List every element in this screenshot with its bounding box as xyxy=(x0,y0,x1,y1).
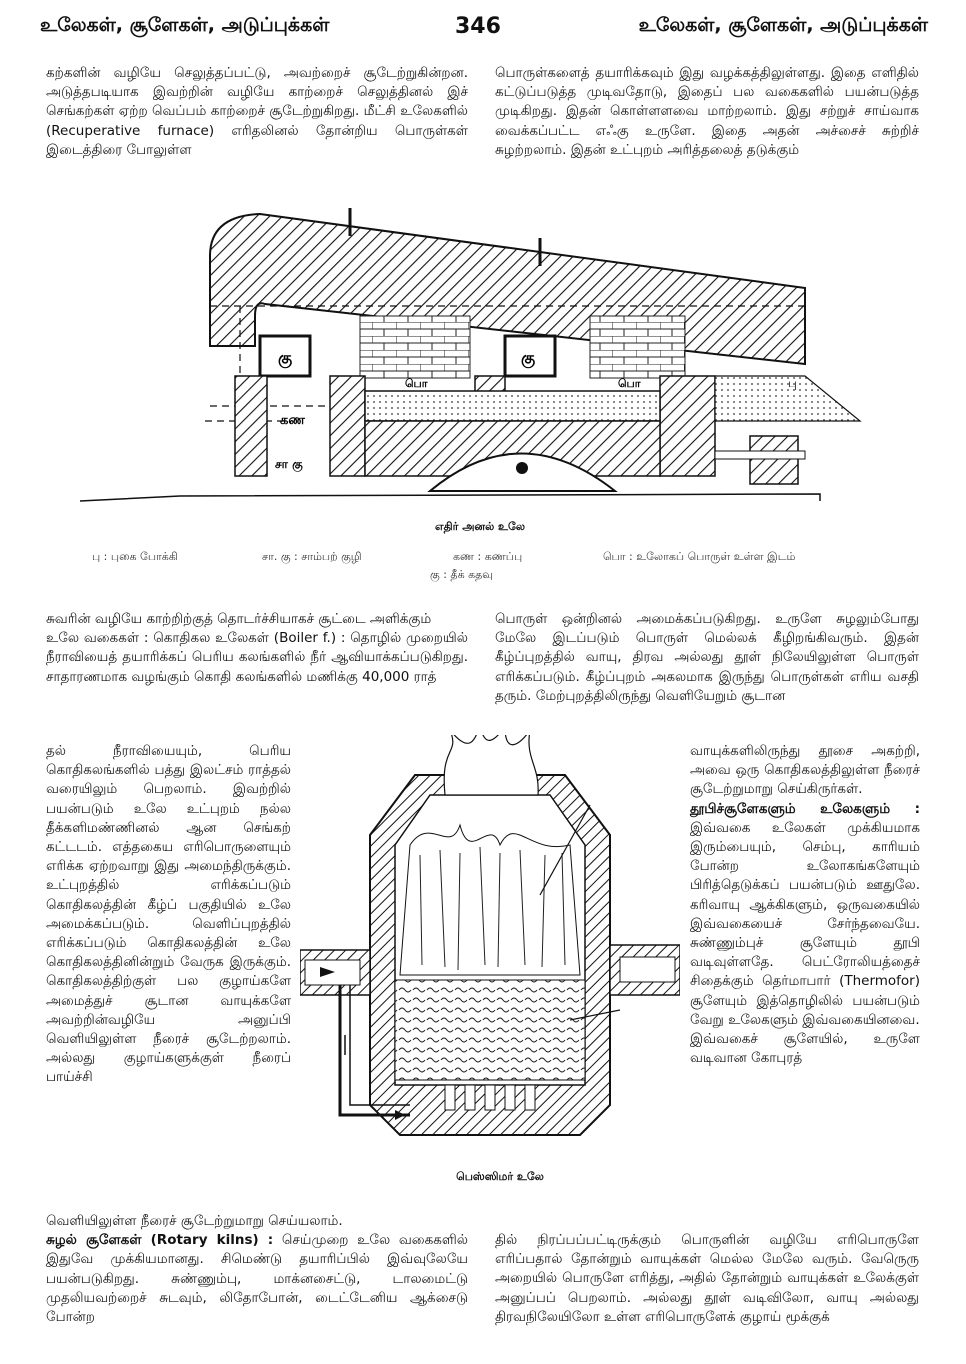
label-po-2: பொ xyxy=(618,377,641,390)
narrow-right-column: வாயுக்களிலிருந்து தூசை அகற்றி, அவை ஒரு க… xyxy=(690,742,920,1068)
legend-item: பு : புகை போக்கி xyxy=(92,550,178,563)
hearth xyxy=(364,390,661,422)
figure1-caption: எதிர் அனல் உலே xyxy=(435,520,525,533)
figure2-caption: பெஸ்ஸிமர் உலே xyxy=(456,1170,544,1183)
reverberatory-furnace-diagram: கு கு பொ பொ கண சா கு பு xyxy=(79,208,862,502)
paragraph: பொருள்களைத் தயாரிக்கவும் இது வழக்கத்திலு… xyxy=(495,65,919,158)
section-heading: சுழல் சூளேகள் (Rotary kilns) : xyxy=(46,1232,274,1249)
running-header-right: உலேகள், சூளேகள், அடுப்புக்கள் xyxy=(638,14,928,36)
legend-item: சா. கு : சாம்பற் குழி xyxy=(262,550,362,563)
bottom-right-column: தில் நிரப்பப்பட்டிருக்கும் பொருளின் வழிய… xyxy=(495,1231,919,1327)
paragraph: வெளியிலுள்ள நீரைச் சூடேற்றுமாறு செய்யலாம… xyxy=(46,1213,343,1229)
paragraph: வாயுக்களிலிருந்து தூசை அகற்றி, அவை ஒரு க… xyxy=(690,743,920,798)
bessemer-converter-diagram xyxy=(300,735,680,1136)
label-kana: கண xyxy=(280,413,305,428)
air-pipe xyxy=(338,985,410,1117)
running-header-left: உலேகள், சூளேகள், அடுப்புக்கள் xyxy=(40,14,330,36)
section-text: இவ்வகை உலேகள் முக்கியமாக இரும்பையும், செ… xyxy=(690,819,920,1028)
fire-door-1 xyxy=(258,334,312,378)
legend-item: பொ : உலோகப் பொருள் உள்ள இடம் xyxy=(603,550,796,563)
top-left-column: கற்களின் வழியே செலுத்தப்பட்டு, அவற்றைச் … xyxy=(46,64,468,160)
bottom-left-column: வெளியிலுள்ள நீரைச் சூடேற்றுமாறு செய்யலாம… xyxy=(46,1212,468,1327)
fire-door-2 xyxy=(503,334,557,378)
paragraph: இவ்வகைச் சூளேயில், உருளே வடிவான கோபுரத் xyxy=(690,1031,920,1067)
label-pu: பு xyxy=(788,376,797,390)
legend-item: கண : கணப்பு xyxy=(453,550,523,563)
section-text: செய்முறை உலே வகைகளில் இதுவே முக்கியமானது… xyxy=(46,1232,468,1326)
molten-metal xyxy=(394,979,586,1081)
label-ku-1: கு xyxy=(278,348,292,369)
top-right-column: பொருள்களைத் தயாரிக்கவும் இது வழக்கத்திலு… xyxy=(495,64,919,160)
paragraph: உலே வகைகள் : கொதிகல உலேகள் (Boiler f.) :… xyxy=(46,630,468,685)
legend-item: கு : தீக் கதவு xyxy=(430,568,493,581)
paragraph: தல் நீராவியையும், பெரிய கொதிகலங்களில் பத… xyxy=(46,743,291,1086)
paragraph: சுவரின் வழியே காற்றிற்குத் தொடர்ச்சியாகச… xyxy=(46,611,432,627)
label-po-1: பொ xyxy=(405,377,428,390)
paragraph: தில் நிரப்பப்பட்டிருக்கும் பொருளின் வழிய… xyxy=(495,1232,919,1325)
label-saku: சா கு xyxy=(275,457,303,472)
page-number: 346 xyxy=(455,14,501,39)
section-heading: தூபிச்சூளேகளும் உலேகளும் : xyxy=(690,800,920,817)
paragraph: பொருள் ஒன்றினல் அமைக்கப்படுகிறது. உருளே … xyxy=(495,611,919,704)
paragraph: கற்களின் வழியே செலுத்தப்பட்டு, அவற்றைச் … xyxy=(46,65,468,158)
mid-left-column: சுவரின் வழியே காற்றிற்குத் தொடர்ச்சியாகச… xyxy=(46,610,468,687)
label-ku-2: கு xyxy=(521,348,535,369)
mid-right-column: பொருள் ஒன்றினல் அமைக்கப்படுகிறது. உருளே … xyxy=(495,610,919,706)
flames xyxy=(443,735,539,796)
narrow-left-column: தல் நீராவியையும், பெரிய கொதிகலங்களில் பத… xyxy=(46,742,291,1088)
